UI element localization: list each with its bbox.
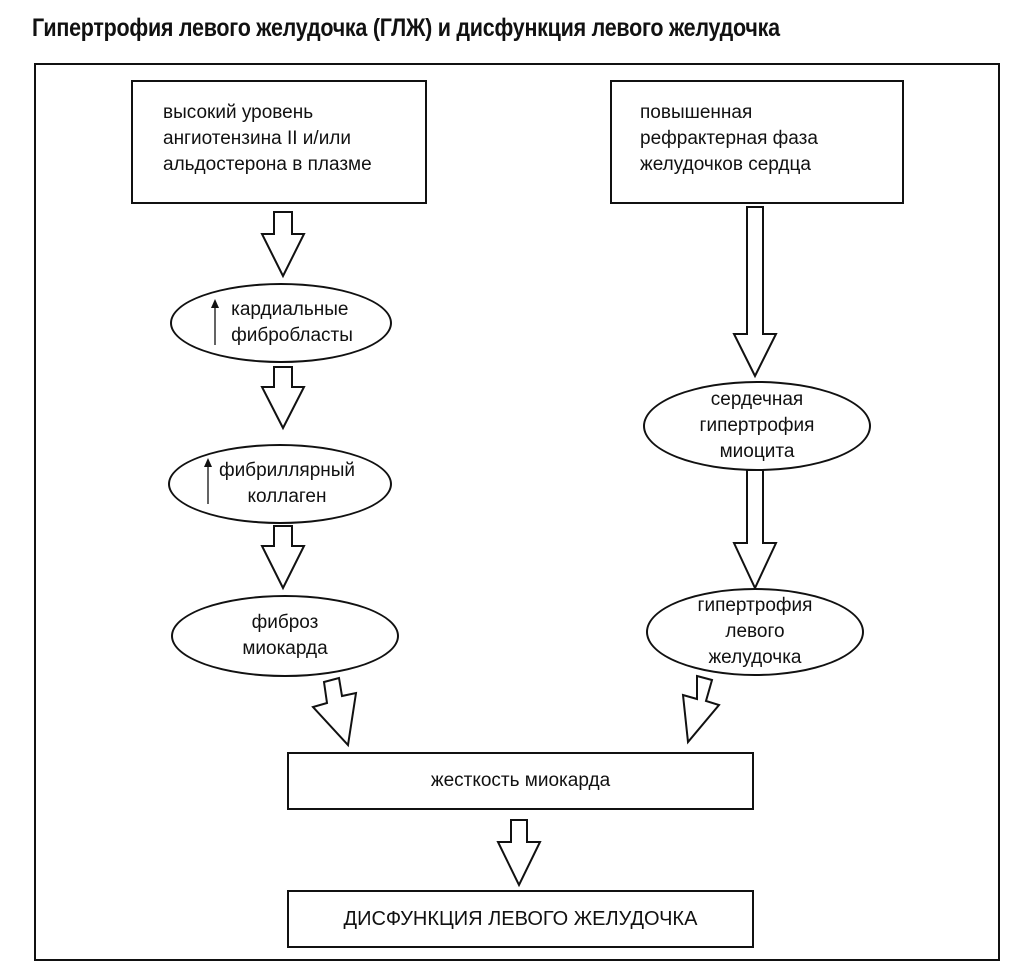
node-text-line: ангиотензина II и/или <box>163 128 352 149</box>
node-text-line: кардиальные <box>231 299 349 320</box>
node-text-line: высокий уровень <box>163 102 314 123</box>
node-text-line: желудочков сердца <box>640 154 811 175</box>
arrow-stiffness-to-dysfunction <box>496 819 542 888</box>
node-refractory: повышенная рефрактерная фаза желудочков … <box>610 80 904 204</box>
node-collagen: фибриллярный коллаген <box>168 444 392 524</box>
arrow-collagen-to-fibrosis <box>260 525 306 591</box>
increase-arrow-icon <box>211 299 219 345</box>
node-myocyte: сердечная гипертрофия миоцита <box>643 381 871 471</box>
node-text-line: гипертрофия <box>699 415 815 436</box>
node-text-line: левого <box>725 621 785 642</box>
node-text-line: фибробласты <box>231 325 353 346</box>
node-lvh: гипертрофия левого желудочка <box>646 588 864 676</box>
node-text-line: миокарда <box>242 638 328 659</box>
node-text-line: сердечная <box>710 389 804 410</box>
diagram-frame <box>34 63 1000 961</box>
arrow-fibrosis-to-stiffness <box>311 676 358 748</box>
node-text-line: коллаген <box>247 486 327 507</box>
node-text-line: жесткость миокарда <box>430 770 611 791</box>
node-dysfunction: ДИСФУНКЦИЯ ЛЕВОГО ЖЕЛУДОЧКА <box>287 890 754 948</box>
arrow-refractory-to-myocyte <box>732 206 778 379</box>
arrow-lvh-to-stiffness <box>681 674 721 745</box>
node-text-line: фиброз <box>251 612 319 633</box>
node-stiffness: жесткость миокарда <box>287 752 754 810</box>
arrow-myocyte-to-lvh <box>732 469 778 591</box>
node-fibroblasts: кардиальные фибробласты <box>170 283 392 363</box>
node-angiotensin: высокий уровень ангиотензина II и/или ал… <box>131 80 427 204</box>
node-fibrosis: фиброз миокарда <box>171 595 399 677</box>
node-text-line: альдостерона в плазме <box>163 154 372 175</box>
arrow-angiotensin-to-fibroblasts <box>260 211 306 279</box>
diagram-title: Гипертрофия левого желудочка (ГЛЖ) и дис… <box>32 14 780 42</box>
node-text-line: гипертрофия <box>697 595 813 616</box>
arrow-fibroblasts-to-collagen <box>260 366 306 431</box>
node-text-line: повышенная <box>640 102 753 123</box>
node-text-line: желудочка <box>708 647 802 668</box>
node-text-line: фибриллярный <box>218 460 356 481</box>
node-text-line: рефрактерная фаза <box>640 128 818 149</box>
node-text-line: ДИСФУНКЦИЯ ЛЕВОГО ЖЕЛУДОЧКА <box>343 908 698 930</box>
node-text-line: миоцита <box>719 441 795 462</box>
increase-arrow-icon <box>204 458 212 504</box>
